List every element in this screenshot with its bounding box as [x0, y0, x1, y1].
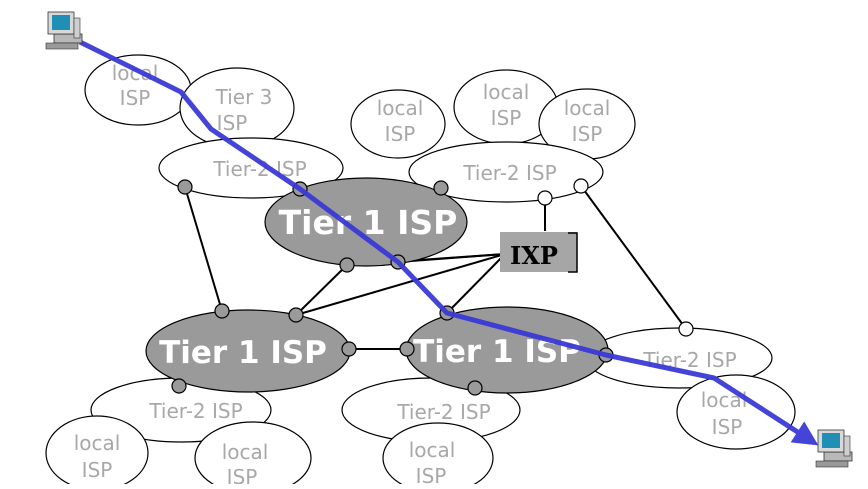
- local-isp-label: ISP: [712, 415, 743, 439]
- tier3-isp-label: ISP: [217, 111, 248, 135]
- local-isp-7: local ISP: [382, 422, 494, 489]
- router-node: [177, 179, 193, 195]
- local-isp-label: ISP: [82, 458, 113, 482]
- router-node: [433, 180, 449, 196]
- tier2-isp-top-right: Tier-2 ISP: [408, 141, 604, 203]
- ixp: IXP: [500, 232, 578, 273]
- tier1-isp-right: Tier 1 ISP: [405, 306, 609, 394]
- router-node: [573, 178, 589, 194]
- local-isp-label: local: [564, 96, 611, 120]
- router-node: [341, 341, 357, 357]
- link: [184, 186, 223, 312]
- local-isp-label: ISP: [385, 122, 416, 146]
- router-node: [214, 303, 230, 319]
- router-node: [467, 380, 483, 396]
- router-node: [678, 321, 694, 337]
- local-isp-label: local: [377, 96, 424, 120]
- end-to-end-path: [78, 39, 819, 446]
- link: [580, 185, 687, 330]
- router-node: [339, 257, 355, 273]
- tier2-isp-label: Tier-2 ISP: [642, 348, 736, 372]
- link: [446, 253, 506, 314]
- local-isp-label: local: [701, 388, 748, 412]
- local-isp-1: local ISP: [84, 54, 192, 126]
- router-node: [288, 307, 304, 323]
- link: [295, 264, 348, 316]
- tier1-isp-left: Tier 1 ISP: [145, 309, 351, 393]
- tier2-isp-label: Tier-2 ISP: [148, 399, 242, 423]
- tier2-isp-bottom-right: Tier-2 ISP: [585, 327, 773, 389]
- local-isp-3: local ISP: [453, 69, 559, 145]
- local-isp-label: local: [222, 440, 269, 464]
- local-isp-label: local: [112, 61, 159, 85]
- desktop-computer-icon: [45, 11, 83, 50]
- local-isp-5: local ISP: [45, 415, 149, 489]
- local-isp-label: ISP: [572, 122, 603, 146]
- router-node: [399, 341, 415, 357]
- local-isp-label: ISP: [120, 86, 151, 110]
- router-node: [171, 378, 187, 394]
- local-isp-label: ISP: [416, 464, 447, 484]
- tier1-isp-label: Tier 1 ISP: [159, 335, 327, 371]
- desktop-computer-icon: [815, 429, 853, 468]
- tier2-isp-label: Tier-2 ISP: [396, 400, 490, 424]
- local-isp-label: ISP: [227, 465, 258, 484]
- routers: [171, 178, 694, 396]
- local-isp-label: ISP: [491, 106, 522, 130]
- router-node: [537, 190, 553, 206]
- local-isp-2: local ISP: [350, 89, 446, 159]
- tier1-isp-label: Tier 1 ISP: [279, 203, 458, 242]
- local-isp-label: local: [74, 431, 121, 455]
- link: [295, 253, 506, 316]
- local-isp-label: local: [483, 80, 530, 104]
- local-isp-8: local ISP: [676, 374, 796, 450]
- tier2-isp-label: Tier-2 ISP: [462, 161, 556, 185]
- local-isp-label: local: [409, 438, 456, 462]
- ixp-label: IXP: [510, 241, 558, 270]
- tier3-isp-label: Tier 3: [215, 85, 273, 109]
